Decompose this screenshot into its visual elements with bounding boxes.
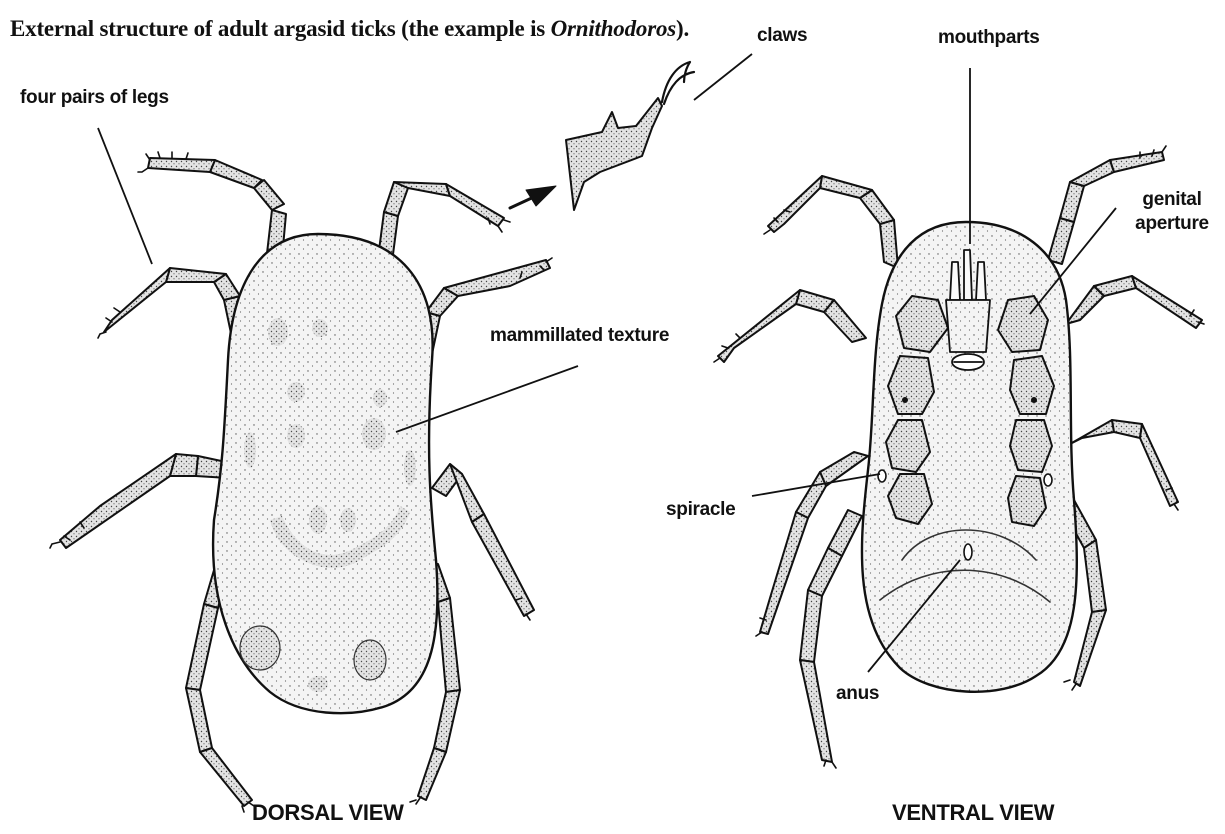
ventral-mouthparts	[946, 250, 990, 370]
label-claws: claws	[757, 24, 807, 48]
inset-arrow-head	[526, 186, 556, 206]
label-genital-line1: genital	[1122, 188, 1222, 212]
claw-segment	[566, 98, 662, 210]
label-four-pairs-of-legs: four pairs of legs	[20, 86, 169, 110]
label-genital-line2: aperture	[1122, 212, 1222, 236]
ventral-tick	[714, 146, 1204, 768]
caption-ventral-view: VENTRAL VIEW	[892, 800, 1054, 826]
label-anus: anus	[836, 682, 879, 706]
leader-legs	[98, 128, 152, 264]
label-mammillated-texture: mammillated texture	[490, 324, 669, 348]
caption-dorsal-view: DORSAL VIEW	[252, 800, 404, 826]
claw-hooks	[662, 62, 694, 104]
claw-inset	[510, 62, 694, 210]
label-mouthparts: mouthparts	[938, 26, 1040, 50]
label-genital-aperture: genital aperture	[1122, 188, 1222, 236]
dorsal-tick	[50, 152, 552, 812]
spiracle-right	[1044, 474, 1052, 486]
leader-claws	[694, 54, 752, 100]
label-spiracle: spiracle	[666, 498, 735, 522]
spiracle-left	[878, 470, 886, 482]
